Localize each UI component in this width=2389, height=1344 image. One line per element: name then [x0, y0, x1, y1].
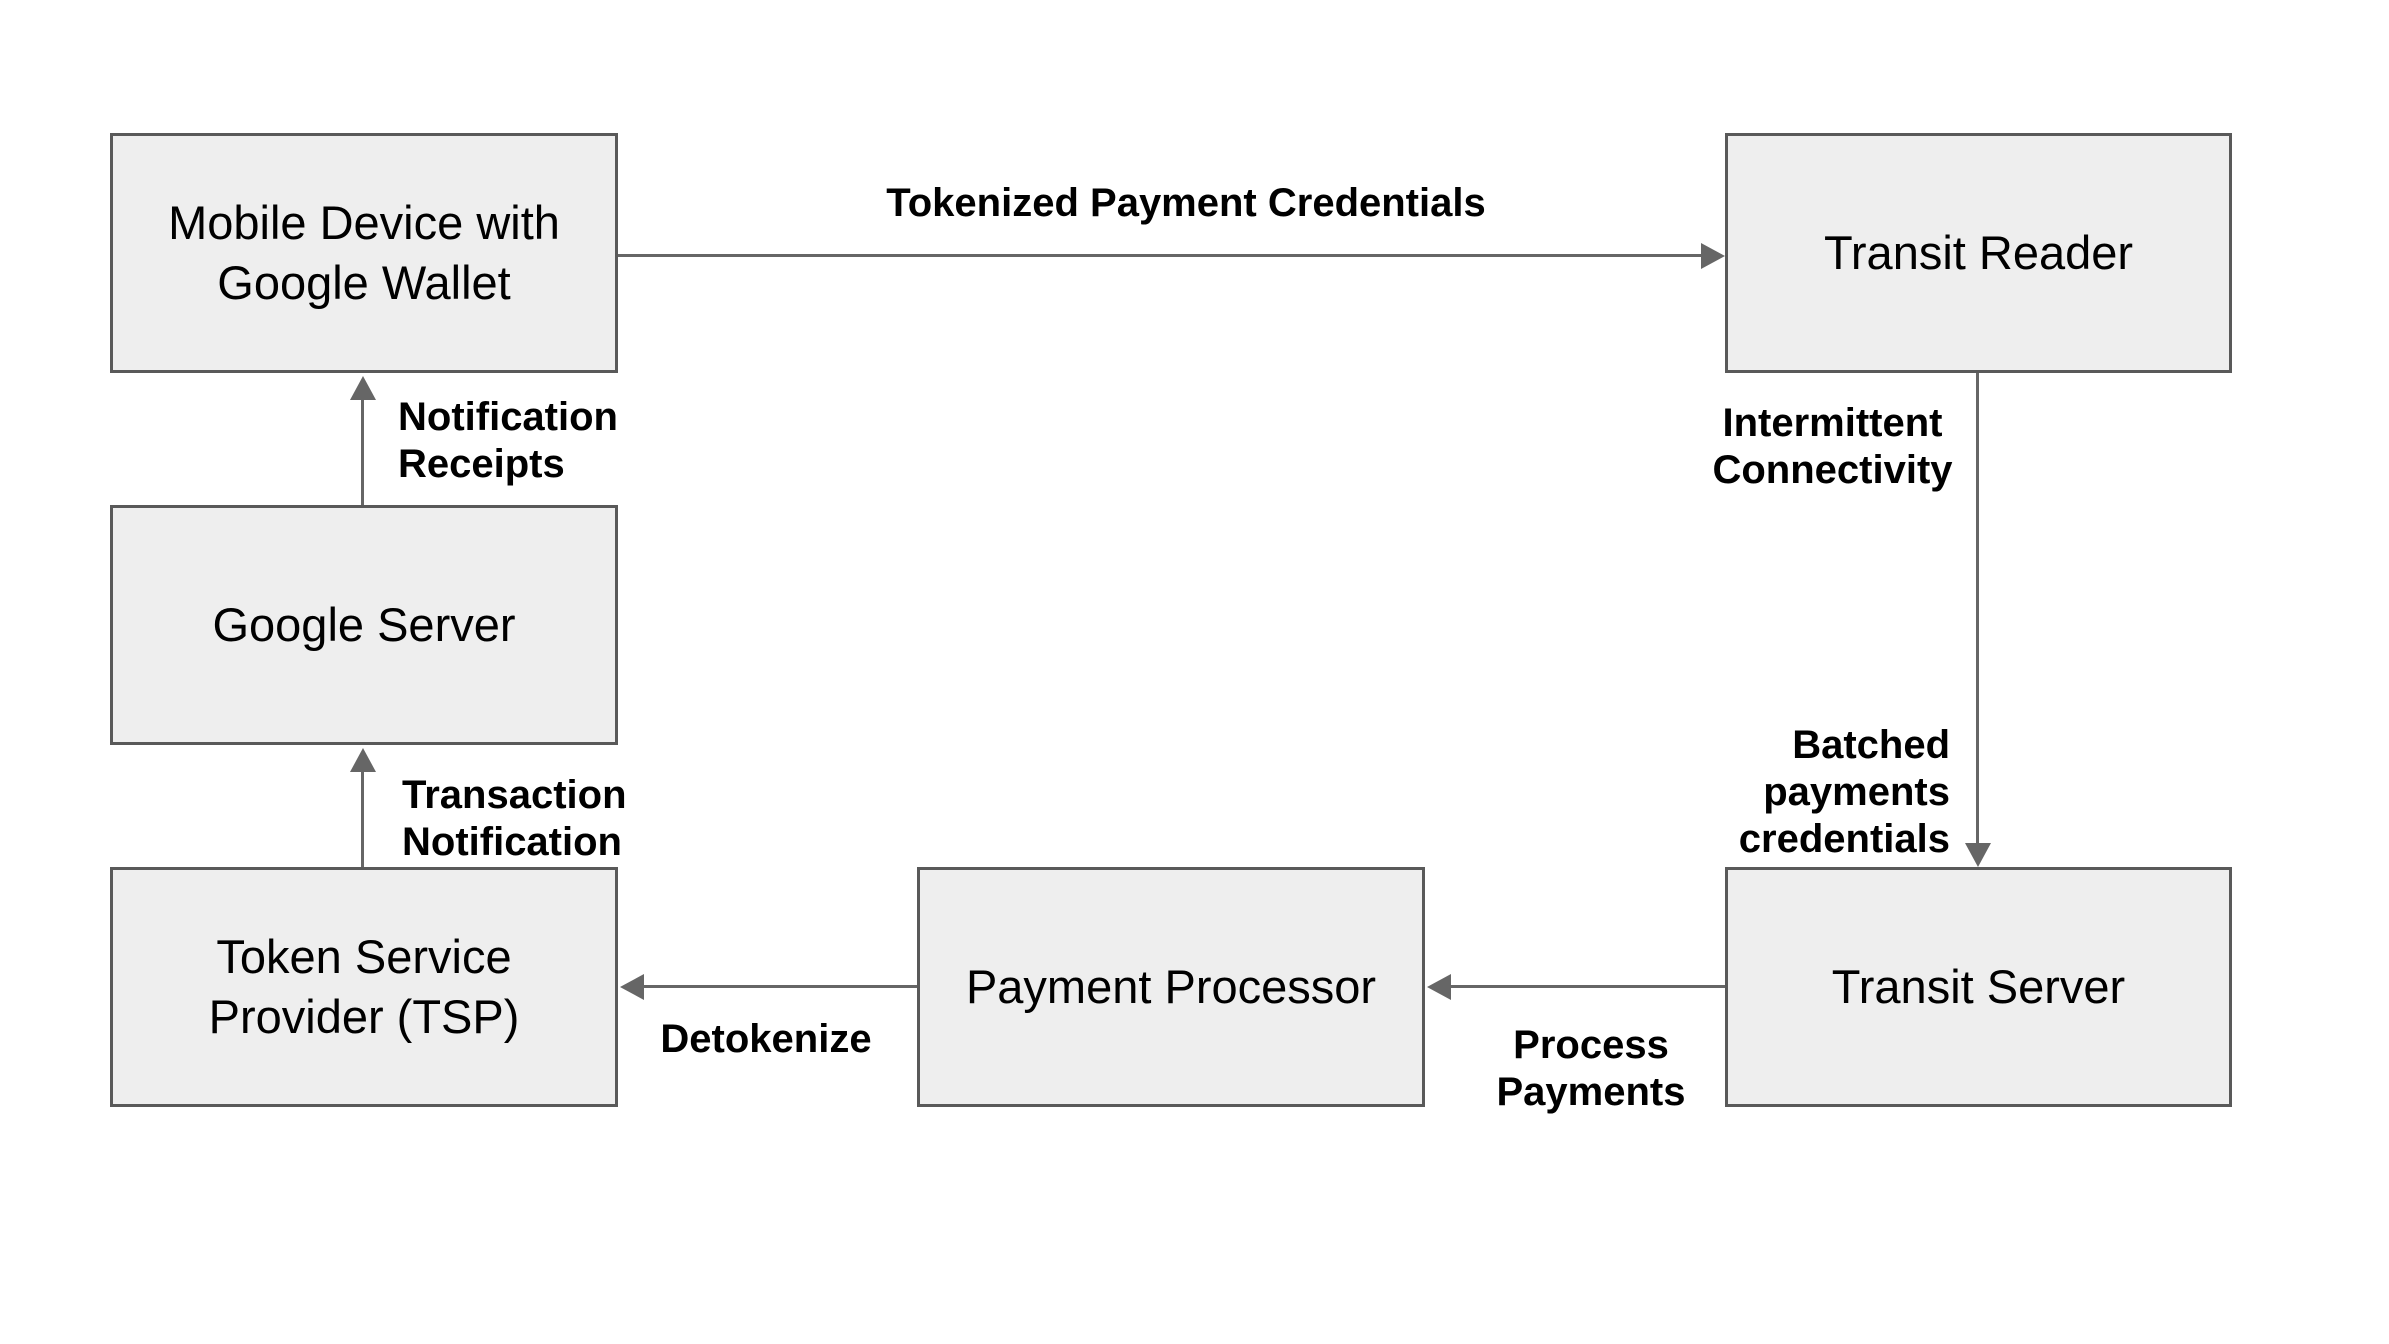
- edge-intermittent-connectivity-label: Intermittent Connectivity: [1712, 401, 1953, 492]
- node-token-service-provider: Token Service Provider (TSP): [110, 867, 618, 1107]
- arrowhead-left-icon: [620, 974, 644, 1000]
- arrowhead-left-icon: [1427, 974, 1451, 1000]
- edge-reader-to-server-line: [1976, 373, 1979, 843]
- edge-tokenized-line: [618, 254, 1701, 257]
- node-mobile-device: Mobile Device with Google Wallet: [110, 133, 618, 373]
- node-transit-server-label: Transit Server: [1831, 960, 2126, 1013]
- arrowhead-right-icon: [1701, 243, 1725, 269]
- edge-notification-receipts-line: [361, 398, 364, 505]
- node-transit-server: Transit Server: [1725, 867, 2232, 1107]
- node-mobile-device-label: Mobile Device with Google Wallet: [168, 196, 560, 309]
- edge-tokenized-label: Tokenized Payment Credentials: [886, 181, 1486, 225]
- node-payment-processor: Payment Processor: [917, 867, 1425, 1107]
- arrowhead-down-icon: [1965, 843, 1991, 867]
- edge-transaction-notification-label: Transaction Notification: [402, 773, 627, 864]
- node-transit-reader-label: Transit Reader: [1823, 226, 2134, 279]
- edge-transaction-notification-line: [361, 770, 364, 867]
- edge-process-payments-line: [1451, 985, 1725, 988]
- arrowhead-up-icon: [350, 748, 376, 772]
- node-transit-reader: Transit Reader: [1725, 133, 2232, 373]
- node-payment-processor-label: Payment Processor: [965, 960, 1377, 1013]
- edge-batched-payments-label: Batched payments credentials: [1738, 723, 1950, 861]
- edge-notification-receipts-label: Notification Receipts: [398, 395, 618, 486]
- edge-detokenize-label: Detokenize: [660, 1017, 872, 1061]
- edge-process-payments-label: Process Payments: [1496, 1023, 1686, 1114]
- arrowhead-up-icon: [350, 376, 376, 400]
- node-google-server: Google Server: [110, 505, 618, 745]
- edge-detokenize-line: [644, 985, 917, 988]
- node-token-service-provider-label: Token Service Provider (TSP): [208, 930, 520, 1043]
- node-google-server-label: Google Server: [212, 598, 516, 651]
